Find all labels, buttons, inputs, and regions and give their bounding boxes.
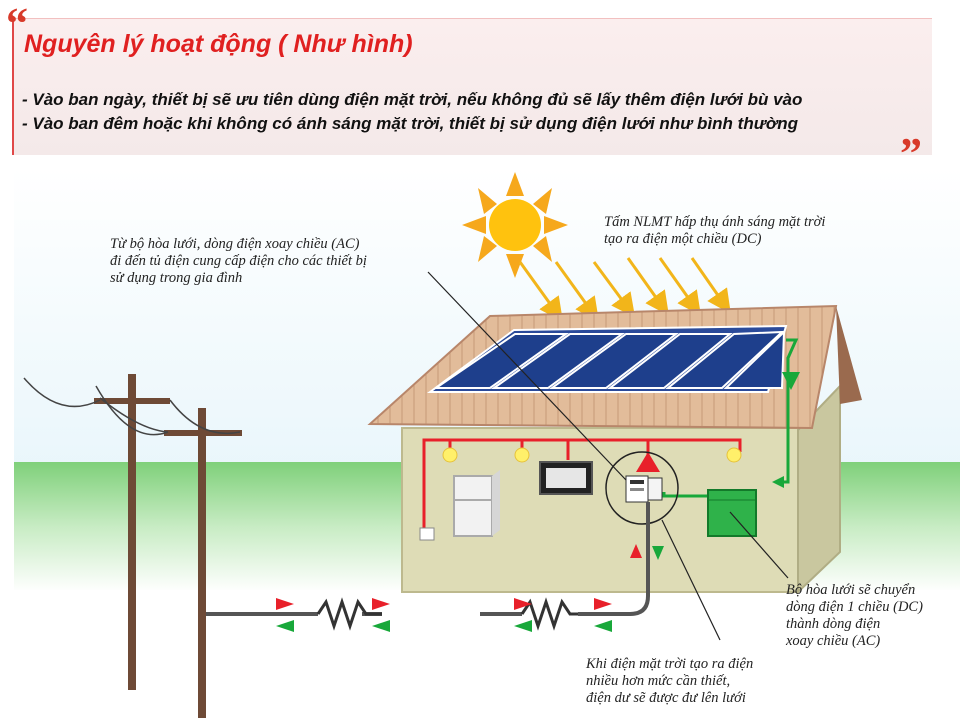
quote-open: “ [6, 0, 28, 48]
header-box [12, 18, 932, 155]
page-title: Nguyên lý hoạt động ( Như hình) [24, 30, 413, 58]
quote-close: ” [900, 129, 922, 178]
description-day: - Vào ban ngày, thiết bị sẽ ưu tiên dùng… [22, 90, 803, 109]
house-side [797, 383, 841, 595]
power-lines [23, 377, 241, 436]
power-pole-icon [94, 374, 242, 718]
meter-highlight-circle [605, 451, 679, 525]
label-solar-panel: Tấm NLMT hấp thụ ánh sáng mặt trời tạo r… [604, 214, 826, 247]
light-bulb-icon [442, 447, 742, 463]
header: “ ” Nguyên lý hoạt động ( Như hình) - Và… [0, 0, 960, 176]
sun-icon [462, 172, 568, 278]
label-surplus: Khi điện mặt trời tạo ra điện nhiều hơn … [586, 656, 754, 706]
description-night: - Vào ban đêm hoặc khi không có ánh sáng… [22, 114, 799, 133]
label-inverter: Bộ hòa lưới sẽ chuyển dòng điện 1 chiều … [786, 582, 923, 649]
inverter-icon [707, 489, 757, 537]
tv-icon [539, 461, 593, 495]
leader-lines [427, 271, 789, 641]
solar-panel-icon [426, 324, 788, 393]
socket-icon [419, 527, 435, 541]
flow-arrows-out [276, 544, 642, 610]
meter-icon [625, 475, 663, 503]
sunlight-arrows [518, 257, 731, 322]
roof-gable [836, 306, 862, 404]
resistor-icon [316, 597, 578, 631]
fridge-icon [453, 470, 500, 537]
label-ac-to-panel: Từ bộ hòa lưới, dòng điện xoay chiều (AC… [110, 236, 367, 286]
dc-arrow [782, 372, 800, 390]
flow-arrows-in [276, 546, 664, 632]
ground [14, 590, 960, 720]
